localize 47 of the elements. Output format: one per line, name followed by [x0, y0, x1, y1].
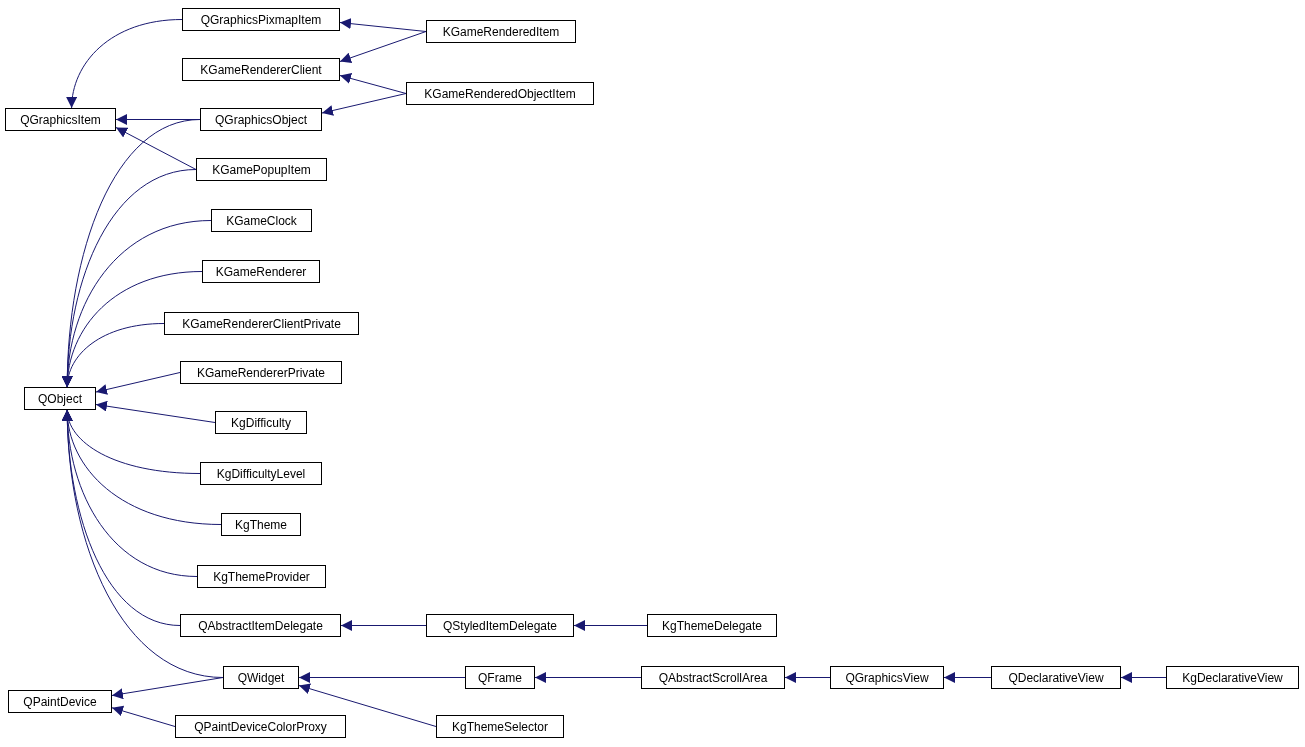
class-box: KgDifficulty [215, 411, 307, 434]
class-box: KGameRendererPrivate [180, 361, 342, 384]
class-box: QStyledItemDelegate [426, 614, 574, 637]
inheritance-arrow [298, 683, 437, 727]
inheritance-arrow [66, 19, 183, 109]
class-box: QDeclarativeView [991, 666, 1121, 689]
class-box: QGraphicsPixmapItem [182, 8, 340, 31]
class-box: KgDifficultyLevel [200, 462, 322, 485]
class-box: KgTheme [221, 513, 301, 536]
class-box: QGraphicsView [830, 666, 944, 689]
inheritance-arrow [1120, 672, 1167, 683]
class-box: QPaintDevice [8, 690, 112, 713]
inheritance-arrow [298, 672, 466, 683]
class-box: KGamePopupItem [196, 158, 327, 181]
class-box: KgThemeProvider [197, 565, 326, 588]
class-box: KGameClock [211, 209, 312, 232]
inheritance-arrow [340, 620, 427, 631]
class-box: QWidget [223, 666, 299, 689]
inheritance-arrow [534, 672, 642, 683]
inheritance-arrow [339, 18, 427, 32]
inheritance-arrow [111, 705, 176, 727]
class-box: KGameRenderedItem [426, 20, 576, 43]
class-box: KGameRendererClientPrivate [164, 312, 359, 335]
inheritance-arrow [62, 323, 165, 388]
class-box: KGameRenderer [202, 260, 320, 283]
class-box: QObject [24, 387, 96, 410]
class-box: QGraphicsItem [5, 108, 116, 131]
class-box: QFrame [465, 666, 535, 689]
class-box: QAbstractScrollArea [641, 666, 785, 689]
class-box: KGameRenderedObjectItem [406, 82, 594, 105]
class-box: KGameRendererClient [182, 58, 340, 81]
inheritance-arrow [95, 372, 181, 395]
inheritance-arrow [321, 93, 407, 116]
class-box: KgDeclarativeView [1166, 666, 1299, 689]
inheritance-arrow [339, 31, 427, 64]
class-box: KgThemeSelector [436, 715, 564, 738]
inheritance-arrow [111, 677, 224, 700]
class-box: QAbstractItemDelegate [180, 614, 341, 637]
inheritance-arrow [115, 127, 197, 170]
inheritance-arrow [573, 620, 648, 631]
class-box: KgThemeDelegate [647, 614, 777, 637]
inheritance-arrow [943, 672, 992, 683]
inheritance-arrow [339, 73, 407, 94]
class-box: QGraphicsObject [200, 108, 322, 131]
inheritance-arrow [95, 400, 216, 423]
class-box: QPaintDeviceColorProxy [175, 715, 346, 738]
inheritance-arrow [784, 672, 831, 683]
